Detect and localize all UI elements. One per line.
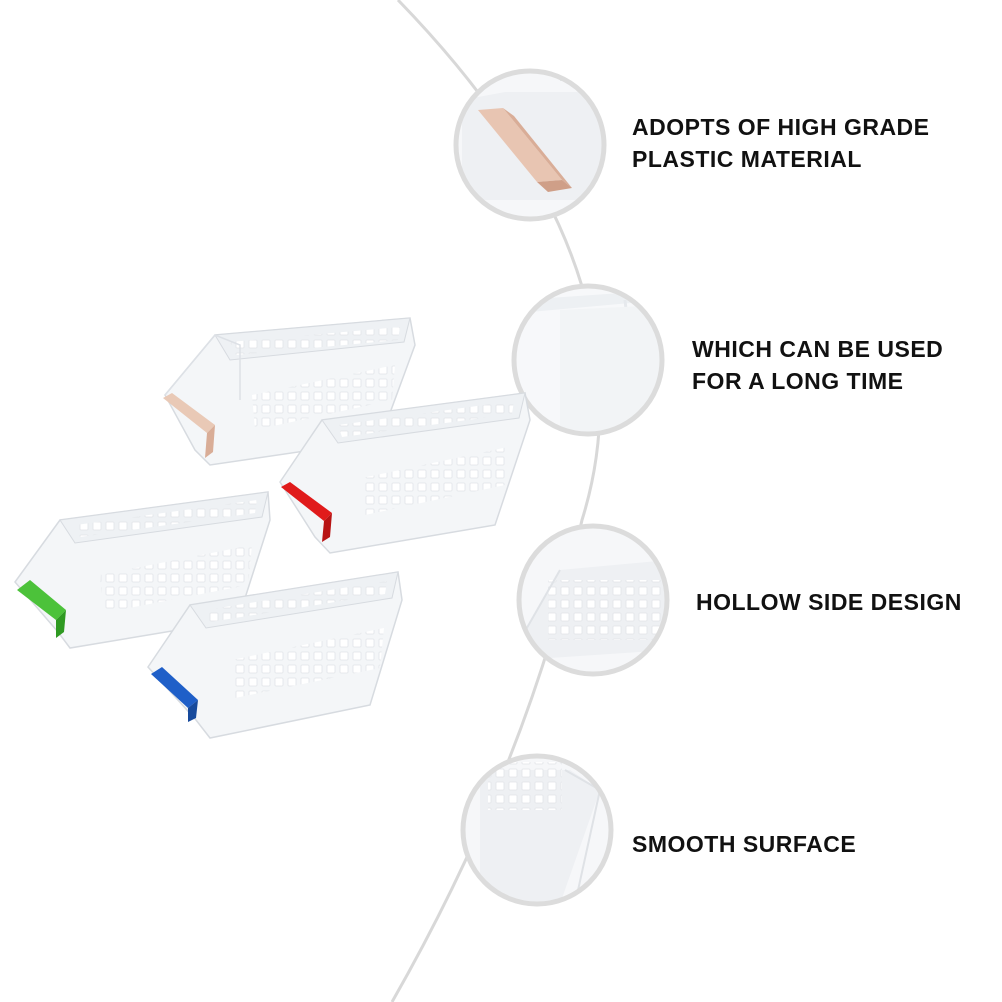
feature-label-line: PLASTIC MATERIAL [632,146,862,172]
feature-label-line: ADOPTS OF HIGH GRADE [632,114,930,140]
basket-end-closeup-icon [460,753,614,907]
basket-blue [147,571,403,739]
feature-label-line: FOR A LONG TIME [692,368,904,394]
handle-beige [163,393,215,433]
handle-red [281,482,332,521]
feature-label-long-time: WHICH CAN BE USED FOR A LONG TIME [692,333,943,397]
feature-label-hollow-side: HOLLOW SIDE DESIGN [696,586,962,618]
handle-swatch [478,108,562,182]
hollow-side-closeup-icon [516,523,670,677]
basket-corner-closeup-icon [511,283,665,437]
feature-label-line: SMOOTH SURFACE [632,831,857,857]
feature-label-line: HOLLOW SIDE DESIGN [696,589,962,615]
handle-closeup-icon [453,68,607,222]
feature-label-material: ADOPTS OF HIGH GRADE PLASTIC MATERIAL [632,111,930,175]
basket-red [279,392,531,554]
handle-blue [151,667,198,708]
feature-label-line: WHICH CAN BE USED [692,336,944,362]
handle-green [17,580,66,620]
feature-label-smooth-surface: SMOOTH SURFACE [632,828,856,860]
